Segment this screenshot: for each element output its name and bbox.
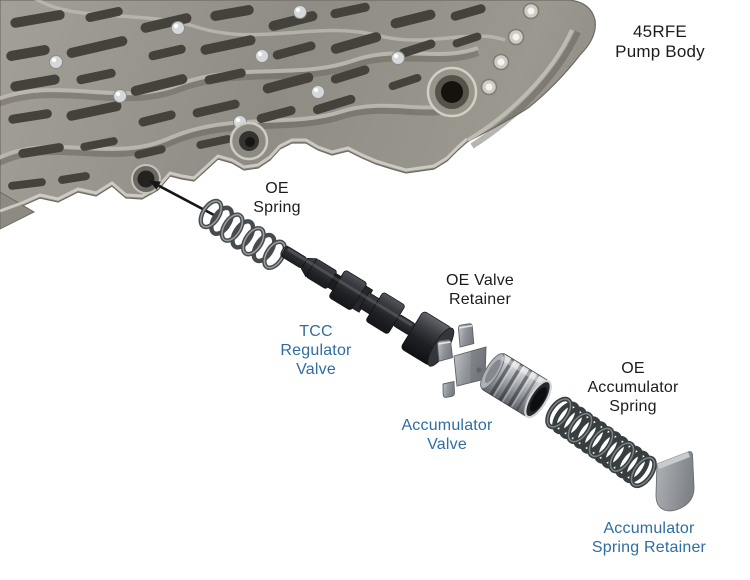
oe-spring-label: OE Spring (253, 180, 301, 216)
tcc-regulator-valve-label: TCC Regulator Valve (280, 323, 352, 378)
oe-accumulator-spring-label: OE Accumulator Spring (587, 360, 679, 415)
accumulator-spring-retainer-label: Accumulator Spring Retainer (591, 520, 707, 556)
oe-valve-retainer-illustration (436, 323, 487, 398)
accumulator-valve-label: Accumulator Valve (401, 417, 493, 453)
accumulator-spring-retainer-illustration (655, 451, 695, 512)
casting-slots (6, 2, 486, 190)
accumulator-valve-illustration (480, 353, 552, 419)
pump-body-casting (0, 0, 596, 230)
valve-bore-hole (131, 164, 161, 194)
pump-body-left-wedge (0, 191, 36, 230)
casting-bolt-heads (49, 5, 405, 129)
oe-valve-retainer-label: OE Valve Retainer (446, 272, 514, 308)
oe-accumulator-spring-illustration (545, 396, 657, 489)
casting-bore-holes (131, 66, 478, 194)
bore-hole-2 (229, 121, 269, 161)
bore-hole-3 (426, 66, 478, 118)
casting-edge-holes (480, 2, 540, 96)
oe-spring-illustration (198, 198, 288, 271)
pump-body-title: 45RFE Pump Body (615, 22, 705, 61)
machined-edge-highlight (0, 137, 468, 213)
